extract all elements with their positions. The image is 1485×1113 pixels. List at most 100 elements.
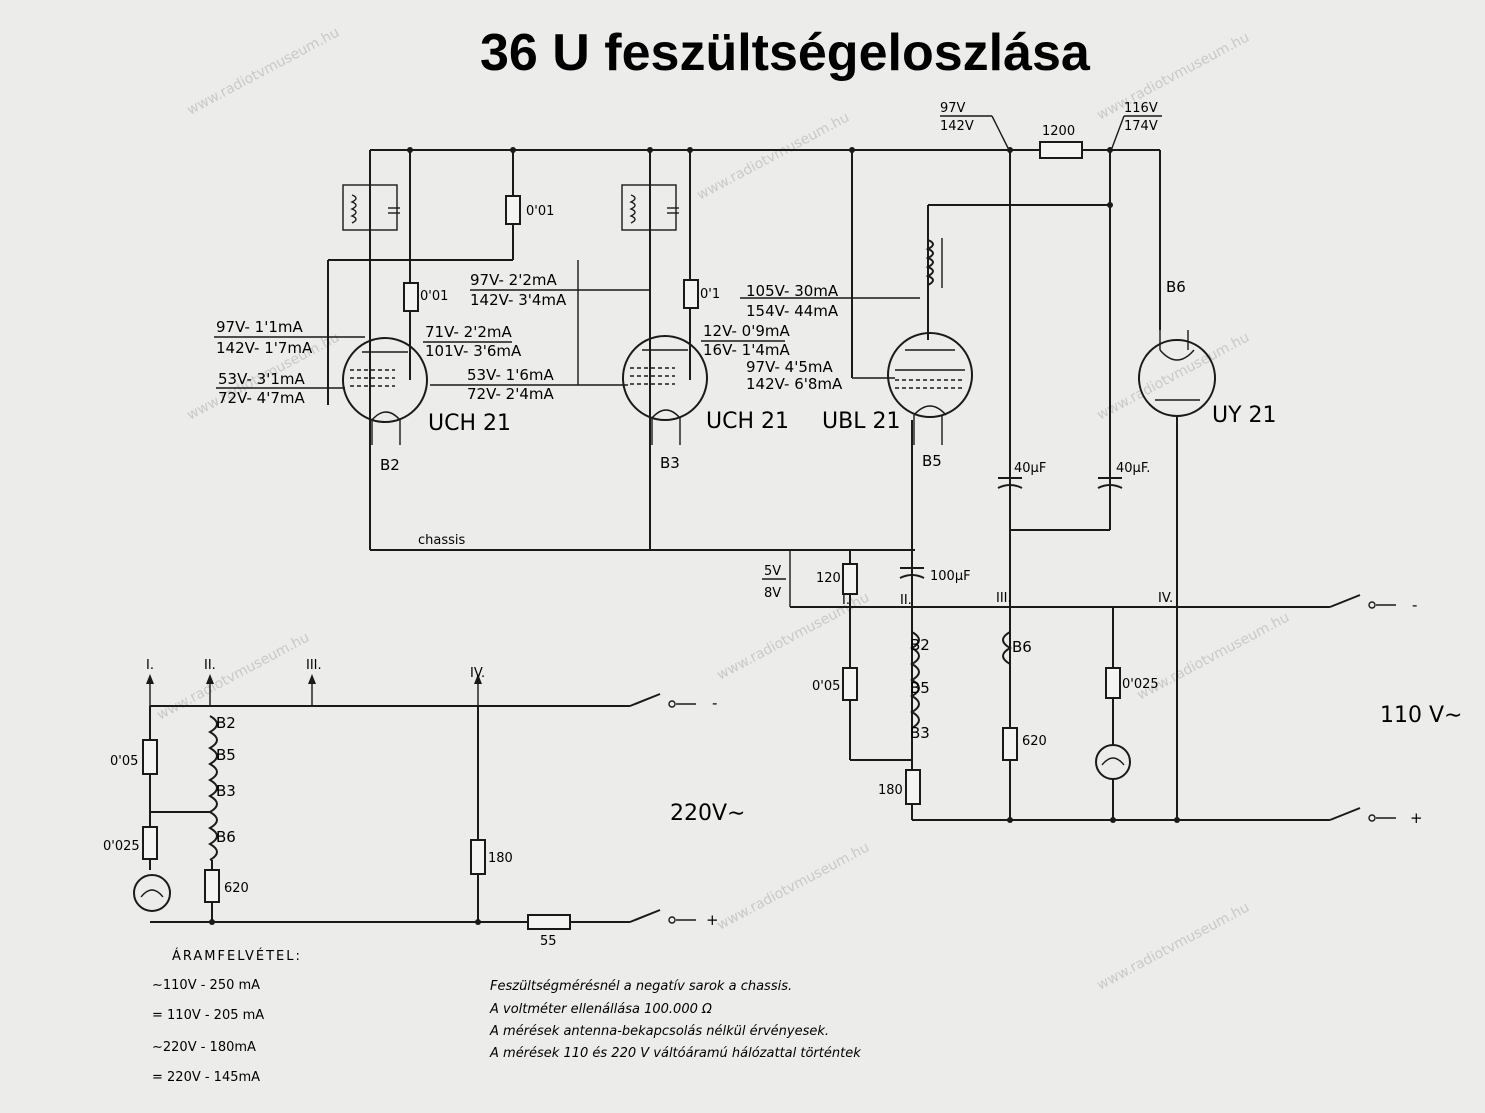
resistor-1200-label: 1200 (1042, 124, 1075, 139)
tap-arrows-left (146, 674, 482, 706)
resistor-1200 (1039, 141, 1083, 159)
svg-text:97V- 2'2mA: 97V- 2'2mA (470, 271, 557, 289)
bus-mark-ii: II. (204, 658, 216, 673)
svg-text:5V: 5V (764, 564, 781, 579)
svg-text:142V- 3'4mA: 142V- 3'4mA (470, 291, 567, 309)
resistor-0-01-top (505, 195, 521, 225)
tube-uch21-a (342, 337, 428, 445)
tube-uch21-b-label: UCH 21 (706, 409, 789, 434)
page-title: 36 U feszültségeloszlása (480, 24, 1091, 82)
svg-text:142V: 142V (940, 119, 974, 134)
capacitor-100uf (899, 567, 925, 579)
svg-text:72V- 4'7mA: 72V- 4'7mA (218, 389, 305, 407)
heater-chain-left-b6: B6 (216, 828, 236, 846)
tube-uch21-a-label: UCH 21 (428, 411, 511, 436)
resistor-180-right-label: 180 (878, 783, 903, 798)
right-mark-ii: II. (900, 593, 912, 608)
resistor-0-025-right (1105, 667, 1121, 699)
resistor-0-05-right (842, 667, 858, 701)
resistor-620-right (1002, 727, 1018, 761)
heater-chain-right (909, 631, 920, 729)
measurement-m3: 71V- 2'2mA 101V- 3'6mA (423, 323, 522, 360)
heater-b6-right (1002, 631, 1013, 665)
resistor-0-1 (683, 279, 699, 309)
resistor-0-01-mid-label: 0'01 (420, 289, 448, 304)
capacitor-40uf-a (997, 477, 1023, 489)
tube-uch21-b (622, 335, 708, 445)
resistor-180-left (470, 839, 486, 875)
heater-chain-left (207, 715, 218, 861)
resistor-55 (527, 914, 571, 930)
measurement-m5: 53V- 1'6mA 72V- 2'4mA (467, 366, 554, 403)
heater-chain-right-b5: B5 (910, 679, 930, 697)
heater-b6-right-label: B6 (1012, 638, 1032, 656)
tube-ubl21-label: UBL 21 (822, 409, 900, 434)
resistor-120-label: 120 (816, 571, 841, 586)
svg-text:97V- 4'5mA: 97V- 4'5mA (746, 358, 833, 376)
svg-text:142V- 6'8mA: 142V- 6'8mA (746, 375, 843, 393)
tube-uy21-label: UY 21 (1212, 403, 1277, 428)
minus-terminal-right: - (1412, 596, 1417, 614)
plus-terminal-left: + (706, 911, 719, 929)
svg-text:53V- 1'6mA: 53V- 1'6mA (467, 366, 554, 384)
current-row-1: ∼110V - 250 mA (152, 978, 260, 993)
resistor-120 (842, 563, 858, 595)
measurement-m8: 97V- 4'5mA 142V- 6'8mA (746, 358, 843, 393)
current-row-3: ∼220V - 180mA (152, 1040, 256, 1055)
right-mark-iii: III. (996, 591, 1012, 606)
capacitor-100uf-label: 100µF (930, 569, 971, 584)
output-transformer (925, 239, 934, 286)
bus-mark-i: I. (146, 658, 154, 673)
heater-chain-left-b3: B3 (216, 782, 236, 800)
measurement-m6: 12V- 0'9mA 16V- 1'4mA (701, 322, 790, 359)
resistor-0-01-mid (403, 282, 419, 312)
svg-text:174V: 174V (1124, 119, 1158, 134)
bus-mark-iv: IV. (470, 666, 485, 681)
svg-text:www.radiotvmuseum.hu: www.radiotvmuseum.hu (714, 840, 872, 934)
watermark: www.radiotvmuseum.hu www.radiotvmuseum.h… (154, 25, 1292, 994)
svg-text:www.radiotvmuseum.hu: www.radiotvmuseum.hu (1094, 30, 1252, 124)
tuned-circuit-2 (621, 184, 679, 231)
resistor-180-left-label: 180 (488, 851, 513, 866)
current-row-4: = 220V - 145mA (152, 1070, 260, 1085)
svg-text:www.radiotvmuseum.hu: www.radiotvmuseum.hu (694, 110, 852, 204)
tuned-circuit-1 (342, 184, 400, 231)
current-heading: ÁRAMFELVÉTEL: (172, 948, 302, 964)
note-1: Feszültségmérésnél a negatív sarok a cha… (490, 979, 792, 994)
pilot-lamp-left (133, 874, 171, 912)
measurement-m2: 53V- 3'1mA 72V- 4'7mA (216, 370, 345, 407)
tube-uy21 (1138, 330, 1216, 820)
resistor-0-025-right-label: 0'025 (1122, 677, 1159, 692)
svg-text:53V- 3'1mA: 53V- 3'1mA (218, 370, 305, 388)
bus-mark-iii: III. (306, 658, 322, 673)
plus-terminal-right: + (1410, 809, 1423, 827)
note-2: A voltméter ellenállása 100.000 Ω (489, 1002, 712, 1017)
tube-ubl21 (887, 332, 973, 445)
svg-text:16V- 1'4mA: 16V- 1'4mA (703, 341, 790, 359)
heater-b3-label: B3 (660, 454, 680, 472)
current-row-2: = 110V - 205 mA (152, 1008, 264, 1023)
resistor-180-right (905, 769, 921, 805)
svg-text:97V: 97V (940, 101, 966, 116)
svg-text:www.radiotvmuseum.hu: www.radiotvmuseum.hu (154, 630, 312, 724)
right-mark-iv: IV. (1158, 591, 1173, 606)
svg-text:142V- 1'7mA: 142V- 1'7mA (216, 339, 313, 357)
resistor-0-025-left-label: 0'025 (103, 839, 140, 854)
minus-terminal-left: - (712, 694, 717, 712)
svg-text:8V: 8V (764, 586, 781, 601)
measurement-m4: 97V- 2'2mA 142V- 3'4mA (470, 271, 567, 309)
ht-bus (369, 147, 1161, 820)
heater-chain-left-b2: B2 (216, 714, 236, 732)
svg-text:97V- 1'1mA: 97V- 1'1mA (216, 318, 303, 336)
svg-text:154V- 44mA: 154V- 44mA (746, 302, 839, 320)
heater-b5-label: B5 (922, 452, 942, 470)
svg-text:www.radiotvmuseum.hu: www.radiotvmuseum.hu (1094, 900, 1252, 994)
resistor-0-1-label: 0'1 (700, 287, 720, 302)
resistor-0-05-left-label: 0'05 (110, 754, 138, 769)
measurement-m7: 105V- 30mA 154V- 44mA (746, 282, 839, 320)
capacitor-40uf-a-label: 40µF (1014, 461, 1046, 476)
resistor-0-05-right-label: 0'05 (812, 679, 840, 694)
mains-220-label: 220V∼ (670, 801, 745, 826)
voltage-5v-8v: 5V 8V (762, 550, 791, 607)
mains-110-label: 110 V∼ (1380, 703, 1462, 728)
